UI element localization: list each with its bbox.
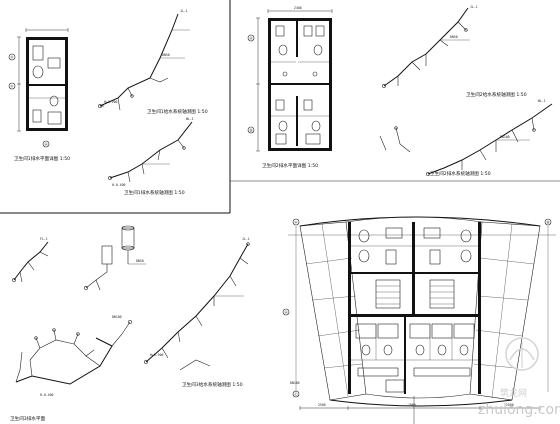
dimension-label: 2400 (294, 6, 302, 10)
drawing-caption: 卫生间2排水平面详图 1:50 (262, 162, 318, 169)
isometric-system-2b: WL-1 DN100 卫生间2排水系统轴测图 1:50 (379, 99, 553, 177)
drawing-caption: 卫生间2排水系统轴测图 1:50 (430, 170, 491, 177)
drawing-caption: 卫生间3排水平面 (10, 415, 45, 422)
watermark-text: zhulong.com (478, 402, 560, 418)
elevation-tag: H+0.900 (150, 353, 164, 357)
axis-label: Ⓐ (284, 309, 288, 314)
pipe-tag: DN100 (500, 135, 510, 139)
pipe-tag: WL-1 (538, 99, 546, 103)
axis-label: Ⓑ (249, 127, 253, 132)
large-curved-plan: 2500 1900 2500 ④ Ⓑ Ⓐ Ⓒ DN100 (282, 216, 556, 424)
axis-label: Ⓐ (44, 141, 48, 146)
isometric-system-3b: DN50 (84, 225, 146, 291)
sheet-borders (0, 0, 560, 214)
isometric-system-3a: FL-1 DN100 H-0.400 卫生间3排水平面 (10, 237, 132, 422)
isometric-system-3c: JL-1 H+0.900 卫生间3给水系统轴测图 1:50 (144, 237, 250, 388)
pipe-tag: WL-1 (186, 117, 194, 121)
pipe-tag: DN100 (290, 381, 300, 385)
axis-label: ② (10, 55, 13, 59)
axis-label: ① (10, 84, 13, 88)
drawing-caption: 卫生间2给水系统轴测图 1:50 (466, 91, 527, 98)
pipe-tag: DN50 (162, 53, 170, 57)
pipe-tag: JL-1 (242, 237, 250, 241)
dimension-label: 1900 (408, 403, 416, 407)
elevation-tag: H-0.400 (112, 183, 126, 187)
pipe-tag: DN50 (136, 259, 144, 263)
watermark-subtext: 筑龙网 (500, 387, 527, 399)
watermark-logo-icon (505, 337, 539, 371)
isometric-system-1a: JL-1 DN50 H+0.900 卫生间1给水系统轴测图 1:50 (98, 9, 208, 115)
axis-label: Ⓒ (294, 391, 298, 396)
drawing-caption: 卫生间1排水系统轴测图 1:50 (124, 189, 185, 196)
axis-label: ④ (294, 220, 297, 224)
toilet-plan-1: ① ② Ⓐ 卫生间1排水平面详图 1:50 (8, 28, 70, 162)
pipe-tag: DN100 (112, 315, 122, 319)
dimension-label: 2500 (506, 403, 514, 407)
isometric-system-2a: JL-1 DN50 卫生间2给水系统轴测图 1:50 (382, 5, 527, 98)
watermark: zhulong.com 筑龙网 (478, 337, 560, 418)
elevation-tag: H+0.900 (104, 100, 118, 104)
pipe-tag: JL-1 (470, 5, 478, 9)
isometric-system-1b: WL-1 H-0.400 卫生间1排水系统轴测图 1:50 (108, 117, 194, 196)
elevation-tag: H-0.400 (40, 393, 54, 397)
drawing-caption: 卫生间1排水平面详图 1:50 (14, 155, 70, 162)
axis-label: Ⓑ (546, 219, 550, 224)
dimension-label: 2500 (318, 403, 326, 407)
pipe-tag: FL-1 (40, 237, 48, 241)
pipe-tag: DN50 (450, 35, 458, 39)
drawing-caption: 卫生间3给水系统轴测图 1:50 (182, 381, 243, 388)
axis-label: Ⓐ (249, 35, 253, 40)
toilet-plan-2: 2400 Ⓐ Ⓑ 卫生间2排水平面详图 1:50 (247, 6, 333, 169)
pipe-tag: JL-1 (180, 9, 188, 13)
drawing-caption: 卫生间1给水系统轴测图 1:50 (147, 108, 208, 115)
